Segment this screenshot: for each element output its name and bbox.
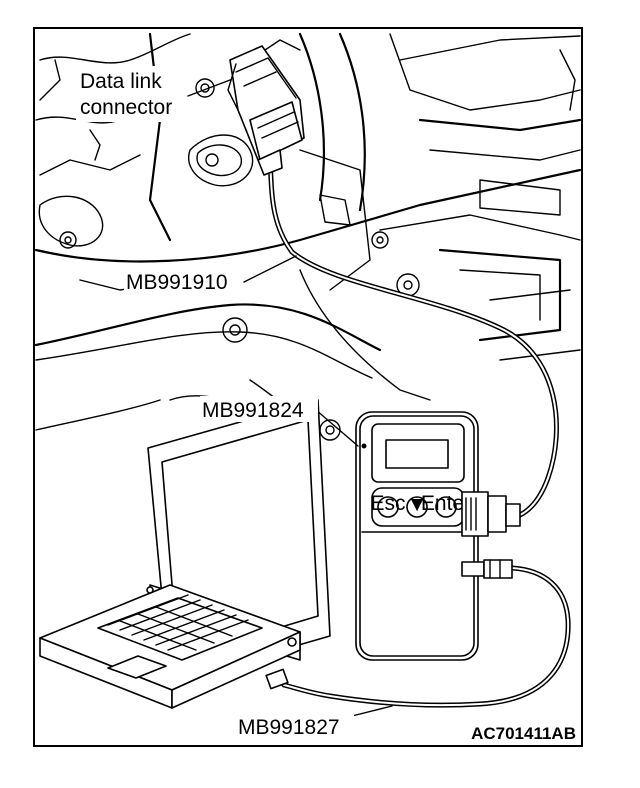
label-mb991824: MB991824 (202, 399, 304, 422)
laptop-keyboard-keys (107, 594, 249, 651)
label-data-link-line2: connector (80, 96, 172, 119)
cable-mb991827 (281, 565, 571, 708)
vci-enter-button-label: Enter (421, 492, 471, 515)
engine-bay-illustration (34, 32, 582, 441)
vci-esc-button-label: Esc (370, 492, 405, 515)
data-link-connector (227, 45, 305, 176)
cable-mb991910 (267, 157, 559, 518)
vci-unit: Esc ▼ Enter (355, 411, 521, 661)
leader-mb991910 (243, 255, 297, 283)
vci-down-button-label: ▼ (407, 493, 428, 516)
laptop-computer (39, 399, 331, 709)
label-data-link-line1: Data link (80, 70, 162, 93)
label-mb991827: MB991827 (238, 716, 340, 739)
leader-mb991824 (315, 409, 359, 447)
leader-data-link (187, 79, 231, 97)
figure-code: AC701411AB (471, 724, 576, 743)
label-mb991910: MB991910 (126, 271, 228, 294)
leader-mb991827 (351, 705, 393, 717)
